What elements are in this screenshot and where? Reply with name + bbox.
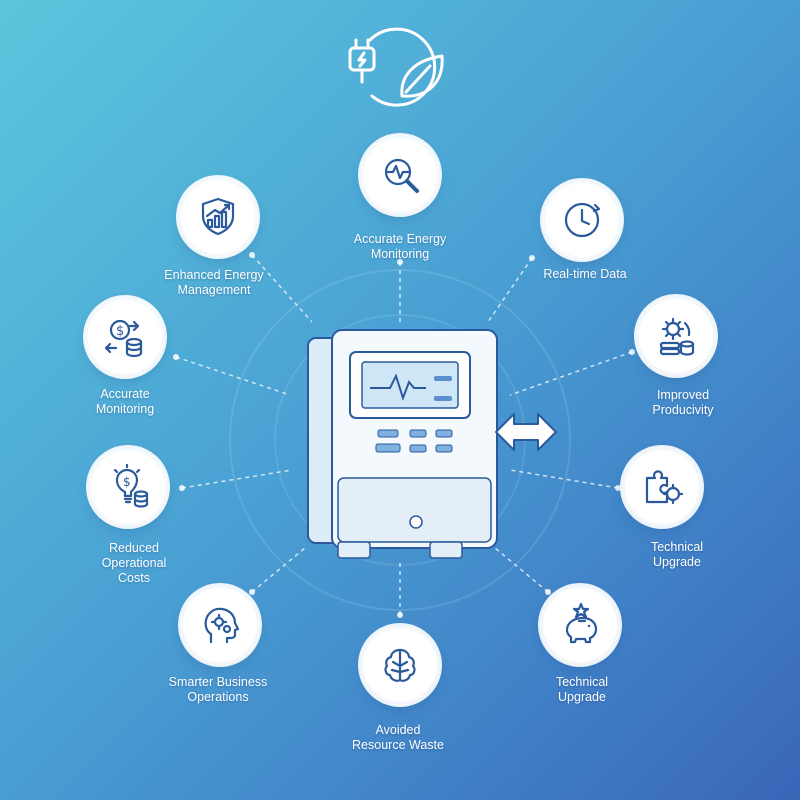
- benefit-label-technical-upgrade-2: Technical Upgrade: [555, 675, 609, 704]
- puzzle-gear-icon: [645, 470, 684, 505]
- benefit-node-smarter-business-operations: [183, 588, 257, 662]
- connector-dot: [397, 612, 403, 618]
- meter-button-grid: [375, 429, 453, 453]
- brain-icon: [384, 648, 416, 682]
- connector-dot: [615, 485, 621, 491]
- benefit-node-accurate-monitoring: $: [88, 300, 162, 374]
- piggy-bank-star-icon: [565, 602, 598, 644]
- shield-chart-icon: [201, 197, 235, 236]
- connector-dot: [249, 589, 255, 595]
- connector-dot: [629, 349, 635, 355]
- connector-lines: [175, 254, 633, 615]
- benefit-node-real-time-data: [545, 183, 619, 257]
- benefit-label-accurate-monitoring: Accurate Monitoring: [95, 387, 155, 416]
- benefit-node-improved-productivity: [639, 299, 713, 373]
- connector-bottom-left: [251, 547, 306, 593]
- screen-indicator-2: [434, 396, 452, 401]
- benefit-label-real-time-data: Real-time Data: [543, 267, 627, 281]
- connector-bottom-right: [494, 547, 549, 593]
- benefit-label-avoided-resource-waste: Avoided Resource Waste: [352, 723, 444, 752]
- benefit-node-avoided-resource-waste: [363, 628, 437, 702]
- benefit-label-technical-upgrade-1: Technical Upgrade: [650, 540, 704, 569]
- benefit-label-smarter-business-operations: Smarter Business Operations: [168, 675, 268, 704]
- meter-screen: [361, 361, 459, 409]
- svg-text:$: $: [116, 324, 124, 339]
- benefit-label-improved-productivity: Improved Producivity: [652, 388, 714, 417]
- benefit-node-reduced-operational-costs: $: [91, 450, 165, 524]
- dollar-exchange-coins-icon: $: [104, 319, 143, 358]
- connector-dot: [529, 255, 535, 261]
- meter-foot-right: [429, 541, 463, 559]
- connector-top-right: [487, 257, 533, 323]
- magnifier-pulse-icon: [384, 158, 419, 193]
- connector-dot: [249, 252, 255, 258]
- screen-indicator-1: [434, 376, 452, 381]
- connector-right-lower: [509, 469, 619, 489]
- head-gears-icon: [204, 607, 240, 644]
- benefit-label-reduced-operational-costs: Reduced Operational Costs: [101, 541, 167, 585]
- connector-right-upper: [509, 351, 633, 396]
- waveform-icon: [370, 373, 426, 402]
- benefit-node-technical-upgrade-2: [543, 588, 617, 662]
- connector-dot: [545, 589, 551, 595]
- benefit-node-enhanced-energy-management: [181, 180, 255, 254]
- meter-knob: [409, 515, 423, 529]
- connector-left-lower: [181, 469, 293, 489]
- benefit-label-accurate-energy-monitoring: Accurate Energy Monitoring: [353, 232, 447, 261]
- connector-dot: [179, 485, 185, 491]
- clock-icon: [564, 202, 601, 238]
- meter-lower-compartment: [337, 477, 492, 543]
- connector-dot: [397, 259, 403, 265]
- gear-coins-icon: [659, 317, 695, 356]
- bulb-coins-icon: $: [113, 464, 149, 508]
- svg-text:$: $: [123, 475, 131, 489]
- energy-meter-device: [307, 329, 498, 559]
- benefit-node-accurate-energy-monitoring: [363, 138, 437, 212]
- benefit-label-enhanced-energy-management: Enhanced Energy Management: [164, 268, 264, 297]
- connector-dot: [173, 354, 179, 360]
- connector-top-left: [251, 254, 313, 323]
- plug-leaf-icon: [348, 27, 444, 107]
- double-arrow-icon: [495, 413, 557, 451]
- benefit-node-technical-upgrade-1: [625, 450, 699, 524]
- meter-foot-left: [337, 541, 371, 559]
